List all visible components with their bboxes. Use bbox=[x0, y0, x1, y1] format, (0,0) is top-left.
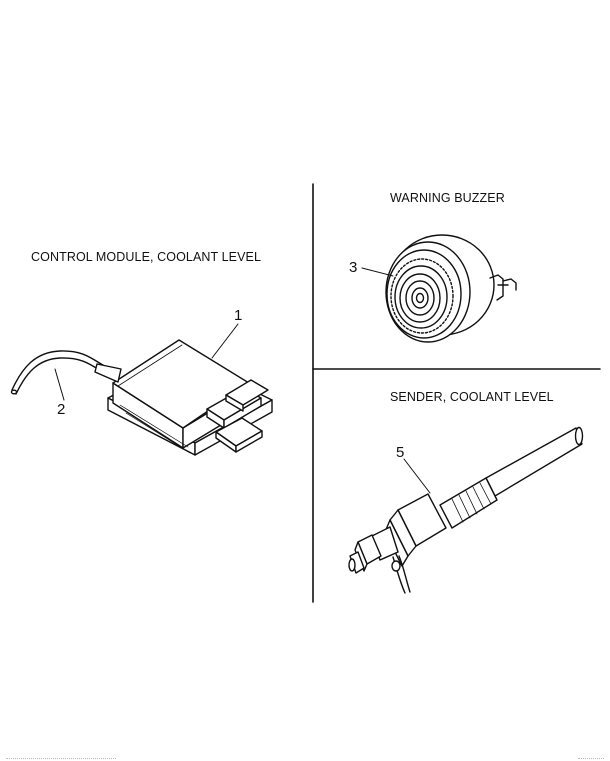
sender-title: SENDER, COOLANT LEVEL bbox=[390, 390, 554, 404]
warning-buzzer-drawing bbox=[361, 234, 517, 343]
warning-buzzer-title: WARNING BUZZER bbox=[390, 191, 505, 205]
callout-2: 2 bbox=[57, 401, 66, 418]
footer-code-right bbox=[578, 752, 604, 759]
coolant-sender-drawing bbox=[348, 426, 584, 594]
control-module-title: CONTROL MODULE, COOLANT LEVEL bbox=[31, 250, 262, 264]
callout-1: 1 bbox=[234, 307, 243, 324]
callout-5: 5 bbox=[396, 444, 405, 461]
control-module-drawing bbox=[10, 323, 273, 456]
footer-code-left bbox=[6, 752, 116, 759]
panel-dividers bbox=[312, 183, 601, 603]
callout-3: 3 bbox=[349, 259, 358, 276]
